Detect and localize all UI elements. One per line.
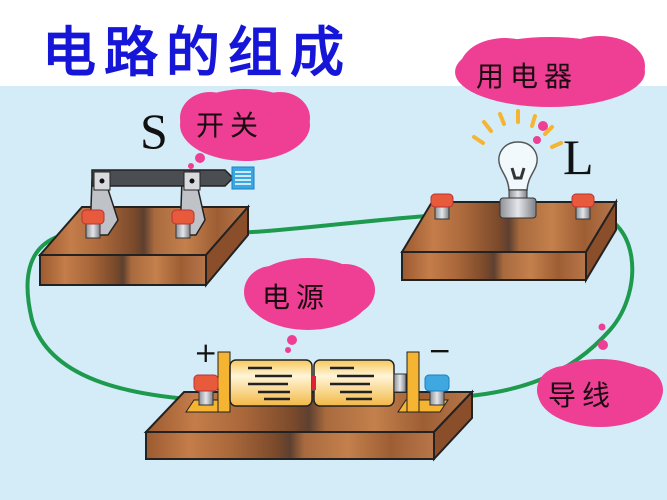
cloud-power-source xyxy=(244,258,375,353)
switch-symbol: S xyxy=(140,103,168,159)
page-title: 电路的组成 xyxy=(42,20,352,84)
battery-icon xyxy=(185,351,449,413)
bulb-terminals xyxy=(430,193,595,220)
appliance-label: 用电器 xyxy=(476,60,579,93)
negative-terminal-label: − xyxy=(428,334,452,367)
appliance-symbol: L xyxy=(563,129,594,185)
power-source-label: 电源 xyxy=(262,281,331,314)
battery-terminals xyxy=(193,374,450,406)
switch-handle-icon xyxy=(231,166,255,190)
switch-terminals xyxy=(81,209,195,239)
cloud-wire xyxy=(537,323,663,427)
wire-bulb-to-battery xyxy=(438,210,635,400)
switch-board xyxy=(37,204,251,288)
positive-terminal-label: + xyxy=(194,336,218,369)
bulb-board xyxy=(400,198,618,284)
cloud-switch xyxy=(180,89,310,169)
switch-label: 开关 xyxy=(196,109,265,142)
wire-switch-to-battery xyxy=(25,230,202,402)
light-bulb-icon xyxy=(472,109,563,219)
wire-label: 导线 xyxy=(548,379,617,412)
cloud-appliance xyxy=(455,36,645,144)
